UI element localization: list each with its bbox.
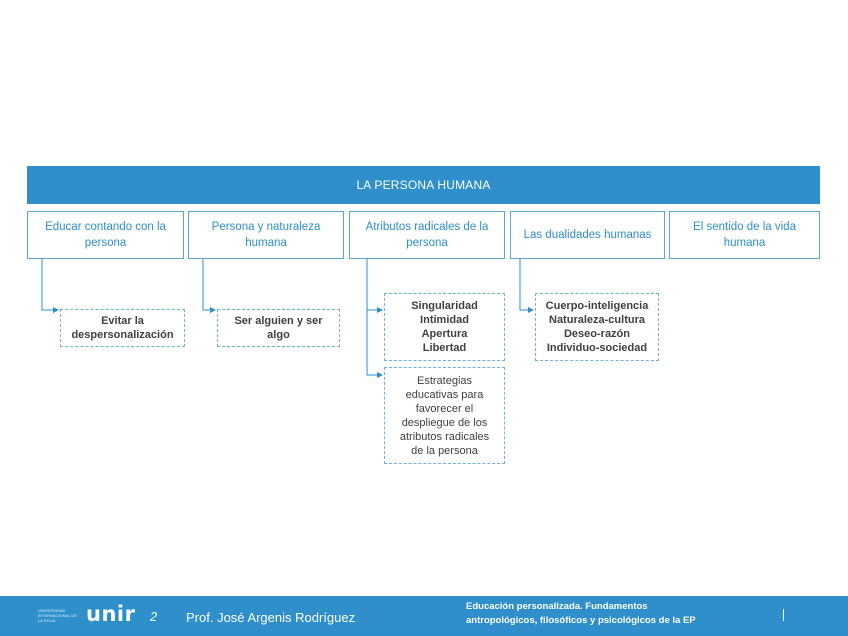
footer-bar: UNIVERSIDAD INTERNACIONAL DE LA RIOJA un… [0,596,848,636]
sub-evitar: Evitar la despersonalización [60,309,185,347]
connector-dualidades [519,259,534,313]
connector-atributos [366,259,383,378]
page-number: 2 [150,609,158,624]
connector-evitar [41,259,59,313]
logo-small-text: UNIVERSIDAD INTERNACIONAL DE LA RIOJA [38,608,77,623]
connector-ser [202,259,216,313]
sub-dualidades: Cuerpo-inteligencia Naturaleza-cultura D… [535,293,659,361]
title-banner: LA PERSONA HUMANA [27,166,820,204]
category-persona-naturaleza: Persona y naturaleza humana [188,211,344,259]
course-title-line2: antropológicos, filosóficos y psicológic… [466,615,696,626]
sub-ser: Ser alguien y ser algo [217,309,340,347]
title-text: LA PERSONA HUMANA [356,178,491,192]
footer-divider [783,609,784,621]
category-educar-label: Educar contando con la persona [45,221,166,249]
category-atributos: Atributos radicales de la persona [349,211,505,259]
unir-logo: unir [86,602,136,626]
category-atributos-label: Atributos radicales de la persona [365,221,489,249]
category-persona-naturaleza-label: Persona y naturaleza humana [211,221,321,249]
category-educar: Educar contando con la persona [27,211,184,259]
category-sentido-label: El sentido de la vida humana [693,221,796,249]
category-sentido: El sentido de la vida humana [669,211,820,259]
course-title-line1: Educación personalizada. Fundamentos [466,601,648,612]
course-title: Educación personalizada. Fundamentos ant… [466,600,766,628]
category-dualidades: Las dualidades humanas [510,211,665,259]
professor-name: Prof. José Argenis Rodríguez [186,610,356,625]
sub-atributos: Singularidad Intimidad Apertura Libertad [384,293,505,361]
sub-estrategias: Estrategias educativas para favorecer el… [384,367,505,464]
category-dualidades-label: Las dualidades humanas [523,229,652,241]
